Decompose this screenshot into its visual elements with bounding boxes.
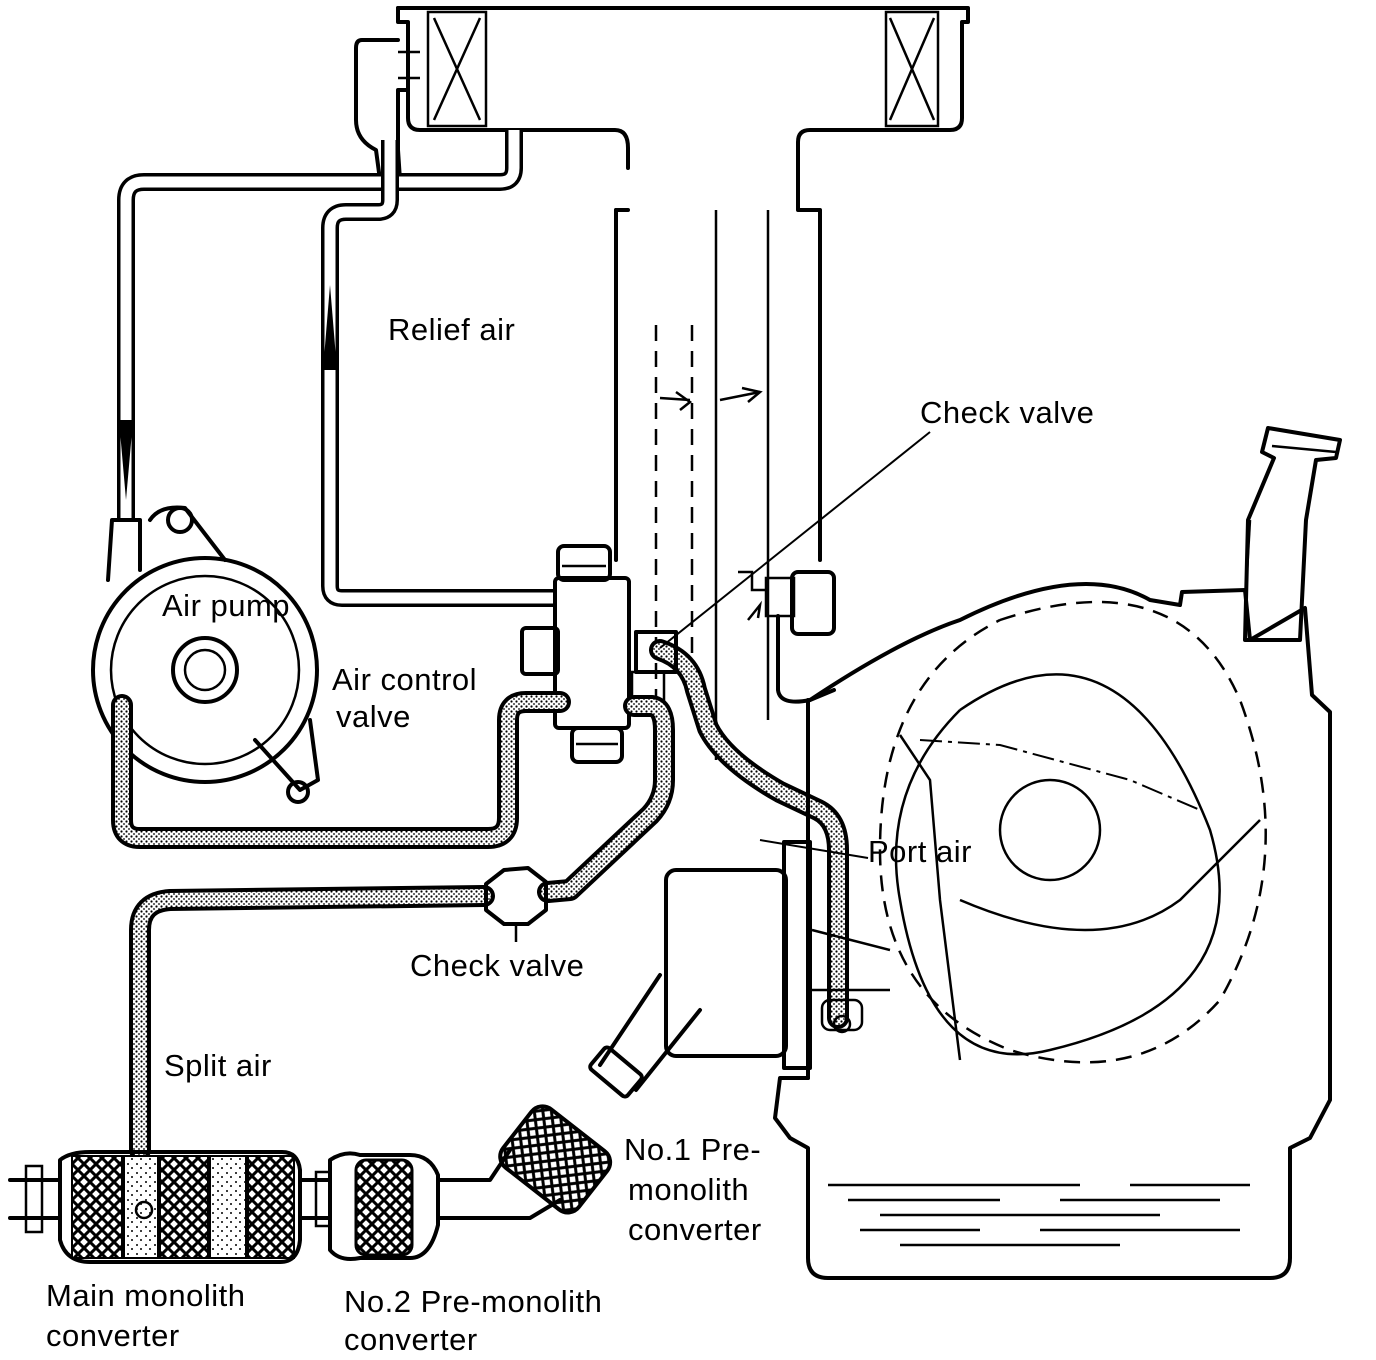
label-air-control-valve-line1: Air control: [332, 662, 478, 697]
label-air-control-valve-line2: valve: [336, 699, 411, 734]
label-no2-pre-line2: converter: [344, 1322, 478, 1357]
carburetor-column: [614, 208, 770, 760]
air-pump: [91, 505, 320, 804]
label-air-pump: Air pump: [162, 588, 291, 623]
check-valve-upper: [738, 570, 836, 704]
label-check-valve-lower: Check valve: [410, 948, 585, 983]
exhaust-manifold: [664, 840, 891, 1070]
label-no2-pre-line1: No.2 Pre-monolith: [344, 1284, 603, 1319]
label-no1-pre-line2: monolith: [628, 1172, 750, 1207]
label-no1-pre-line3: converter: [628, 1212, 762, 1247]
rotary-engine: [773, 426, 1342, 1280]
label-relief-air: Relief air: [388, 312, 516, 347]
exhaust-system: [8, 973, 702, 1264]
air-cleaner: [354, 6, 970, 562]
label-split-air: Split air: [164, 1048, 272, 1083]
label-main-monolith-line1: Main monolith: [46, 1278, 246, 1313]
label-port-air: Port air: [868, 834, 972, 869]
check-valve-lower: [484, 866, 548, 942]
label-no1-pre-line1: No.1 Pre-: [624, 1132, 762, 1167]
relief-air-pipes: [117, 130, 556, 607]
label-main-monolith-line2: converter: [46, 1318, 180, 1353]
leader-lines: [659, 431, 931, 859]
air-hoses: [111, 630, 849, 1161]
air-control-valve: [520, 544, 666, 764]
label-check-valve-upper: Check valve: [920, 395, 1095, 430]
